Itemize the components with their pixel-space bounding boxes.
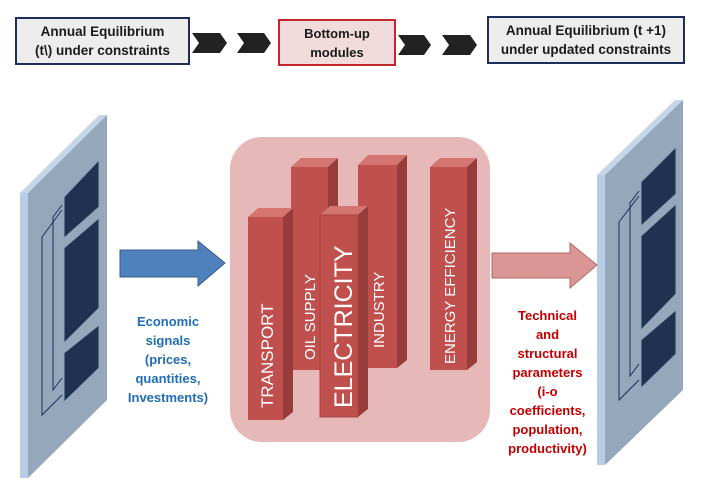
technical-parameters-label: Technical and structural parameters (i-o… [490,306,605,458]
label-line: parameters [512,365,583,380]
chevron-icon [237,33,271,53]
label-line: Technical [517,308,577,323]
step2-line2: modules [310,44,364,60]
transport-label: TRANSPORT [258,303,277,408]
economic-signals-arrow [119,239,226,288]
step3-line2: under updated constraints [500,42,672,57]
chevron-icon [192,33,227,53]
label-line: structural [517,346,578,361]
technical-parameters-arrow [491,241,598,290]
energy-efficiency-label: ENERGY EFFICIENCY [442,208,459,364]
step1-line1: Annual Equilibrium [40,24,165,39]
right-model-panel [597,100,683,465]
chevron-icon [442,35,477,55]
label-line: quantities, [135,371,201,386]
label-line: Investments) [127,390,209,405]
oil-supply-label: OIL SUPPLY [302,274,319,360]
step1-line2: (t\) under constraints [34,43,170,58]
step-annual-equilibrium-t1: Annual Equilibrium (t +1) under updated c… [487,16,685,64]
label-line: population, [512,422,583,437]
economic-signals-label: Economic signals (prices, quantities, In… [108,312,228,407]
step-annual-equilibrium-t: Annual Equilibrium (t\) under constraints [15,17,190,65]
module-bar-electricity: ELECTRICITY [319,206,368,418]
module-bar-transport: TRANSPORT [248,208,293,420]
label-line: Economic [136,314,200,329]
label-line: and [535,327,560,342]
chevron-icon [398,35,431,55]
label-line: (prices, [144,352,192,367]
label-line: signals [145,333,191,348]
module-bar-energy-efficiency: ENERGY EFFICIENCY [430,158,477,370]
left-model-panel [20,115,107,478]
label-line: (i-o [537,384,558,399]
electricity-label: ELECTRICITY [330,245,358,408]
label-line: productivity) [508,441,587,456]
label-line: coefficients, [509,403,586,418]
step2-line1: Bottom-up [304,25,370,41]
industry-label: INDUSTRY [371,272,388,348]
step3-line1: Annual Equilibrium (t +1) [505,23,667,38]
step-bottom-up-modules: Bottom-up modules [278,19,396,66]
